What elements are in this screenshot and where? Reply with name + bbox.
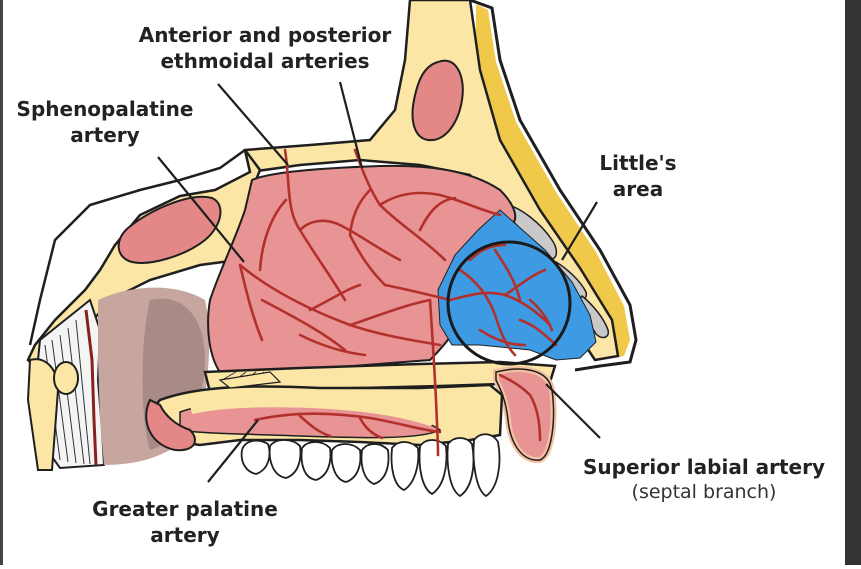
label-superior-labial-artery: Superior labial artery (septal branch): [568, 454, 840, 505]
label-ethmoidal-line1: Anterior and posterior: [138, 23, 392, 47]
label-sphenopalatine-artery: Sphenopalatine artery: [2, 96, 208, 148]
teeth: [240, 433, 501, 498]
turbinate-hatching: [218, 371, 282, 389]
label-superior-labial-sub: (septal branch): [631, 481, 777, 503]
label-littles-line1: Little's: [599, 151, 677, 175]
sphenoid-sinus: [117, 195, 222, 264]
pharynx-red-line: [84, 309, 98, 466]
label-superior-labial-main: Superior labial artery: [582, 455, 826, 479]
label-ethmoidal-line2: ethmoidal arteries: [160, 49, 370, 73]
sphenoid-outer: [28, 148, 246, 346]
frontal-sinus: [411, 59, 464, 142]
vertebra-knob: [53, 361, 79, 395]
palatine-inner-yellow: [190, 397, 438, 426]
arteries: [238, 148, 558, 457]
label-greater-palatine-line2: artery: [150, 523, 220, 547]
label-ethmoidal-arteries: Anterior and posterior ethmoidal arterie…: [120, 22, 410, 74]
leader-lines: [157, 81, 601, 483]
littles-area-circle: [446, 240, 572, 366]
label-littles-area: Little's area: [580, 150, 696, 202]
upper-lip-outline: [495, 368, 555, 461]
left-frame-edge: [0, 0, 3, 565]
littles-area-region: [437, 209, 597, 361]
label-littles-line2: area: [612, 177, 664, 201]
label-sphenopalatine-line2: artery: [70, 123, 140, 147]
nose-skin-yellow: [476, 4, 630, 358]
right-frame-edge: [845, 0, 861, 565]
nose-skin-outline: [469, 0, 638, 372]
label-sphenopalatine-line1: Sphenopalatine: [16, 97, 194, 121]
upper-lip: [493, 366, 557, 464]
label-greater-palatine-line1: Greater palatine: [92, 497, 278, 521]
label-greater-palatine-artery: Greater palatine artery: [70, 496, 300, 548]
soft-palate: [145, 398, 196, 452]
